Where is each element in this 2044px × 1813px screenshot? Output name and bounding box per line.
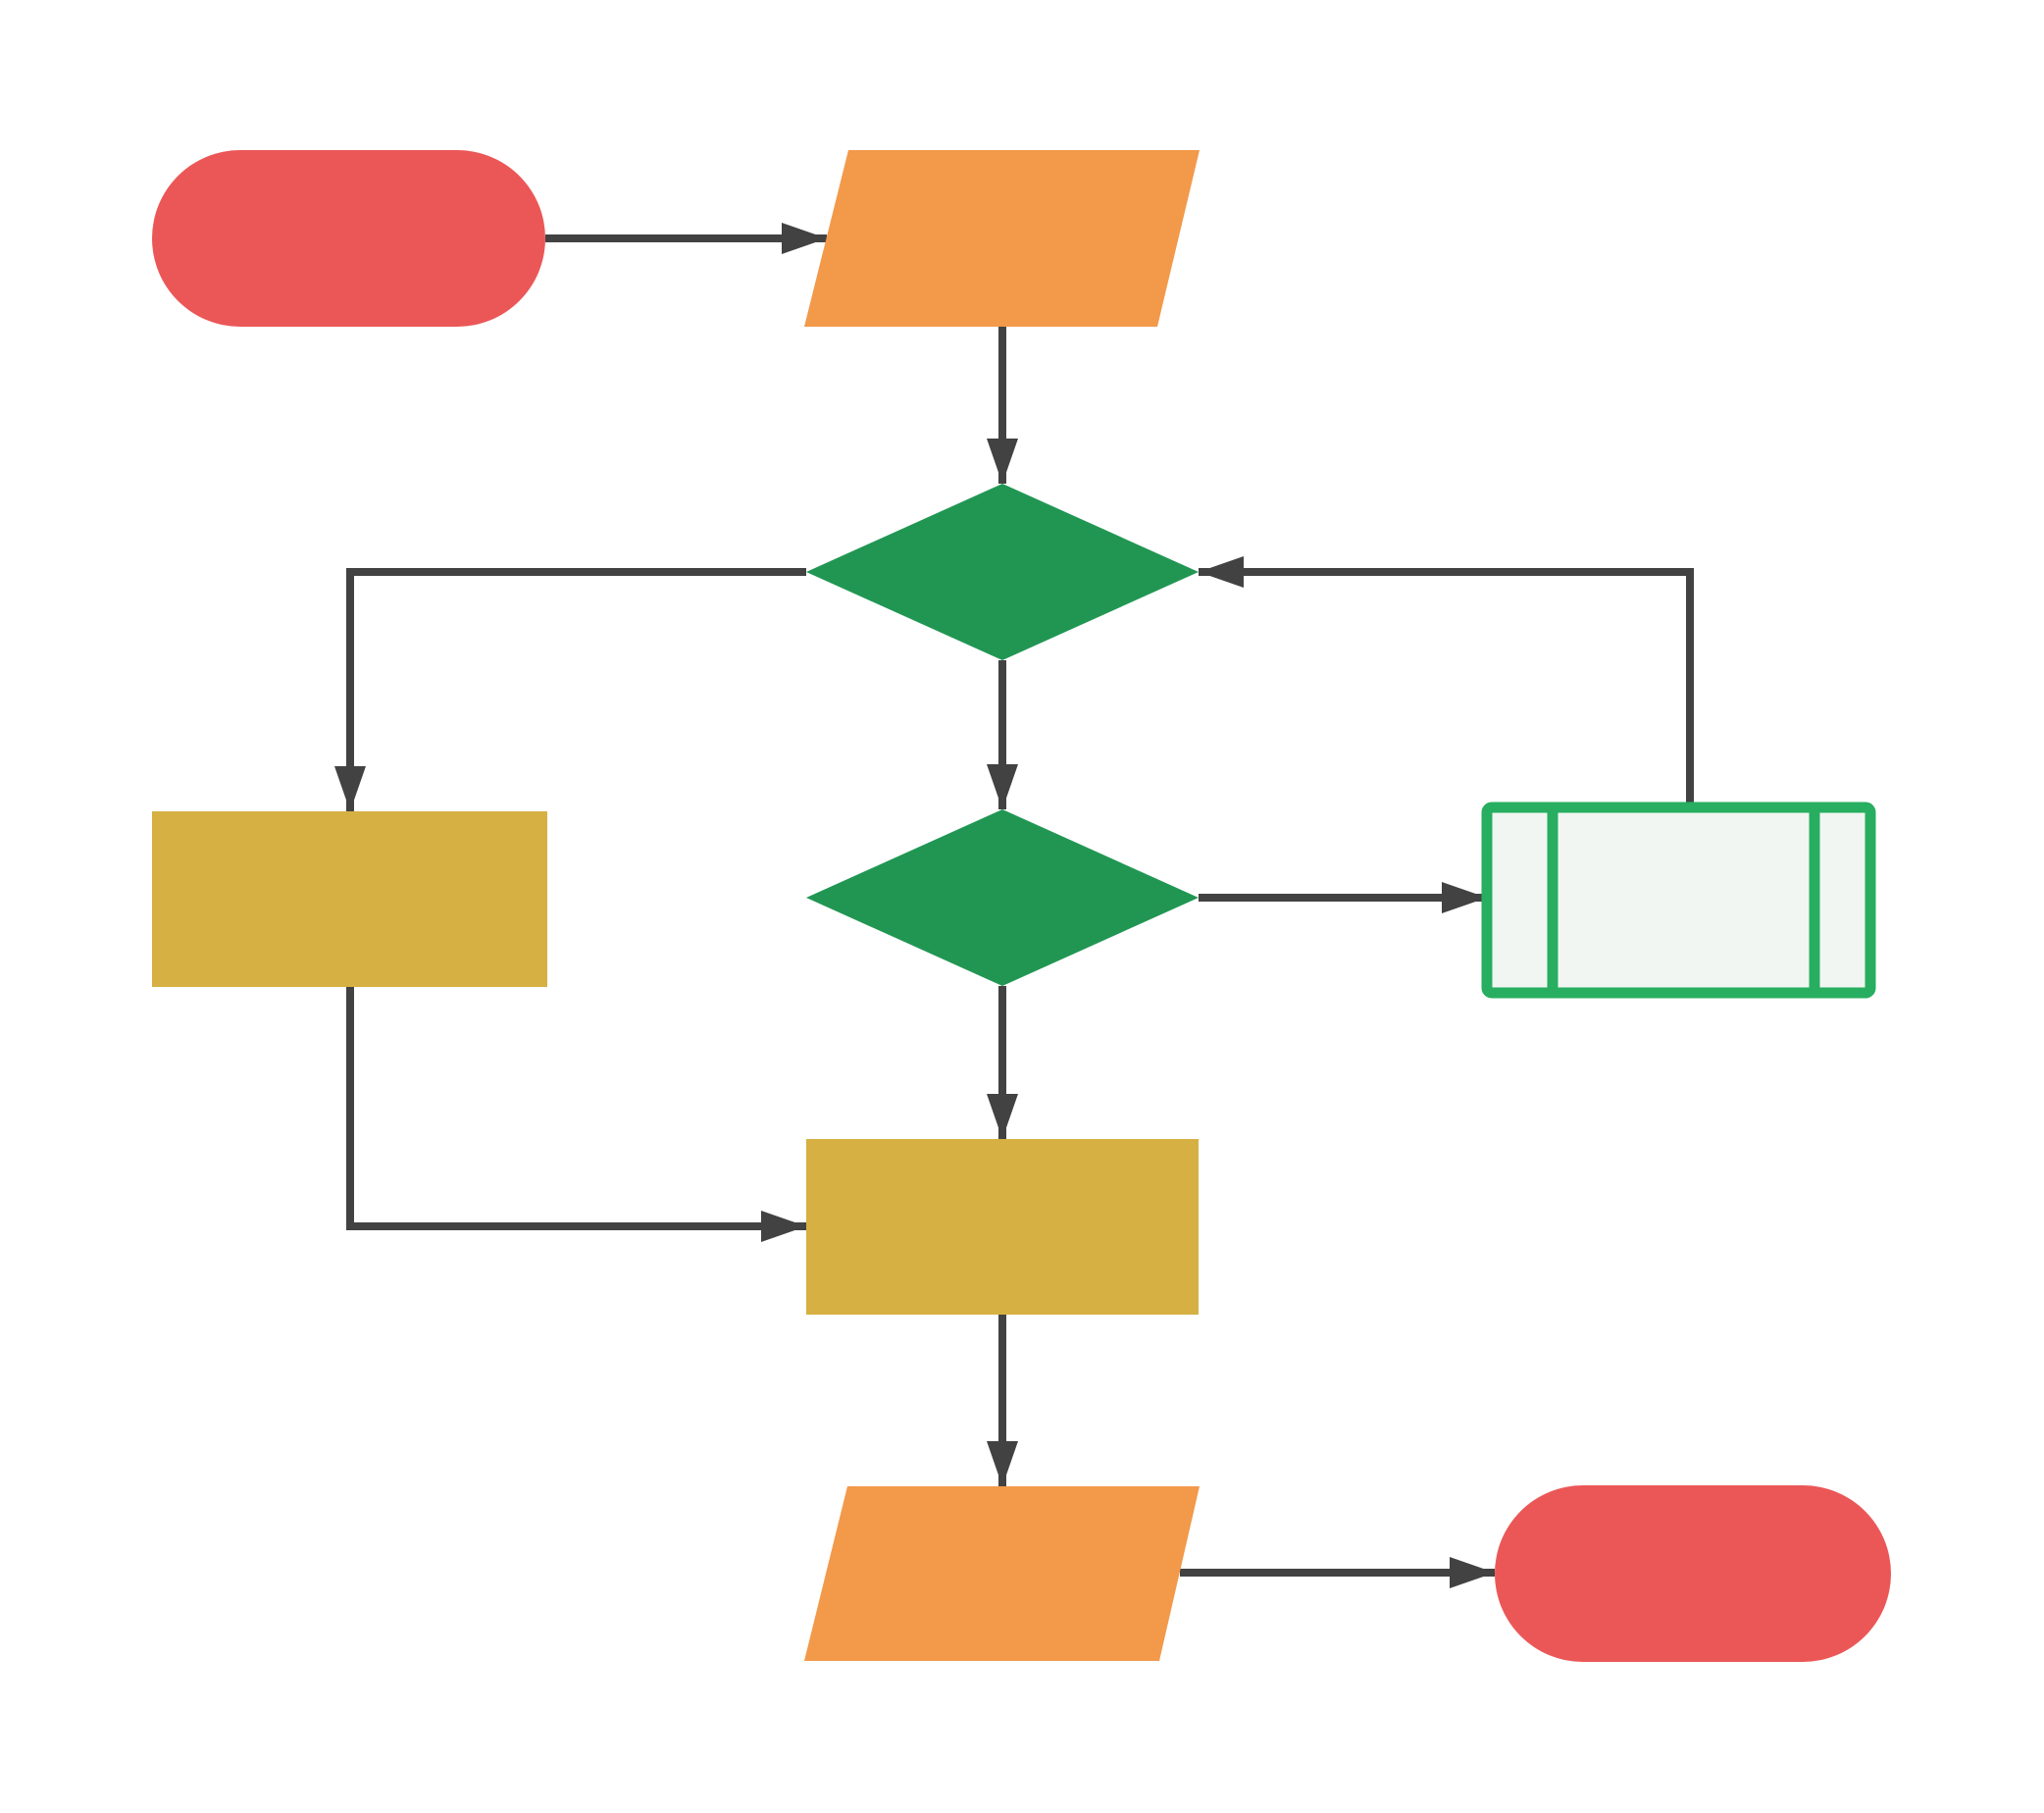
- terminator-end: [1495, 1485, 1891, 1662]
- process-center: [806, 1139, 1199, 1315]
- process-left: [152, 811, 547, 987]
- decision-1: [806, 484, 1199, 660]
- decision-2: [806, 809, 1199, 986]
- predefined-process: [1481, 802, 1876, 999]
- edge-decision1-to-processleft: [334, 568, 806, 811]
- predefined-process-body: [1481, 802, 1876, 999]
- io-input: [804, 150, 1200, 327]
- edge-predefined-to-decision1: [1199, 556, 1694, 807]
- io-output: [804, 1486, 1200, 1661]
- edge-processleft-to-processcenter: [346, 987, 806, 1242]
- terminator-start: [152, 150, 545, 327]
